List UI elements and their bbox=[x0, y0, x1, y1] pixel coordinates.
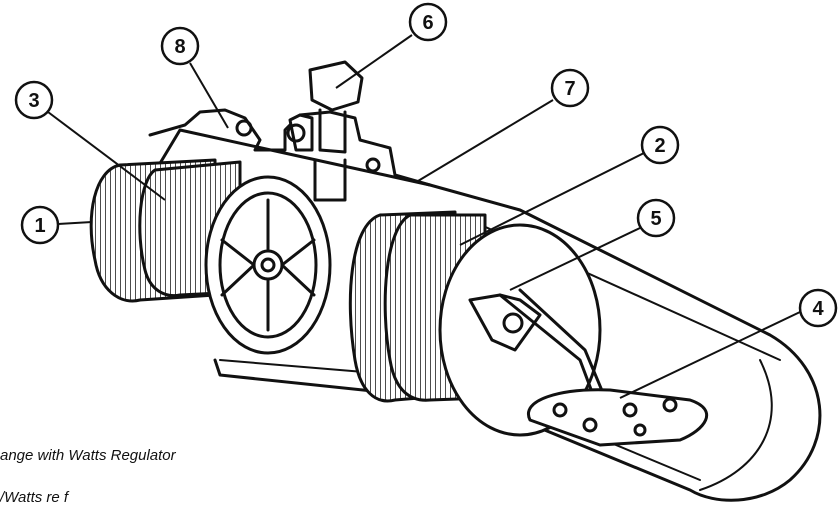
leader-2 bbox=[459, 152, 645, 246]
callout-6: 6 bbox=[408, 2, 448, 42]
svg-text:4: 4 bbox=[812, 298, 824, 320]
leader-1 bbox=[57, 221, 93, 225]
svg-text:2: 2 bbox=[654, 135, 665, 157]
callout-1: 1 bbox=[20, 205, 60, 245]
svg-text:5: 5 bbox=[650, 208, 661, 230]
svg-text:1: 1 bbox=[34, 215, 45, 237]
leader-6 bbox=[335, 34, 413, 89]
rotor-wheel bbox=[204, 175, 332, 355]
callout-7: 7 bbox=[550, 68, 590, 108]
leader-7 bbox=[417, 99, 554, 182]
linkage-chamber bbox=[438, 223, 610, 437]
valve-fitting bbox=[286, 60, 364, 202]
callout-5: 5 bbox=[636, 198, 676, 238]
leader-3 bbox=[47, 111, 166, 201]
svg-text:8: 8 bbox=[174, 36, 185, 58]
svg-text:7: 7 bbox=[564, 78, 575, 100]
svg-text:6: 6 bbox=[422, 12, 433, 34]
base-plate bbox=[527, 388, 709, 447]
leader-8 bbox=[189, 62, 229, 129]
leader-4 bbox=[619, 311, 801, 399]
leader-lines bbox=[47, 34, 801, 399]
callout-3: 3 bbox=[14, 80, 54, 120]
callout-2: 2 bbox=[640, 125, 680, 165]
callout-4: 4 bbox=[798, 288, 838, 328]
caption-line-2: /Watts re f bbox=[0, 489, 69, 506]
caption-line-1: ange with Watts Regulator bbox=[0, 447, 176, 464]
leader-5 bbox=[509, 227, 641, 291]
flange-bracket bbox=[148, 108, 432, 187]
callout-8: 8 bbox=[160, 26, 200, 66]
svg-text:3: 3 bbox=[28, 90, 39, 112]
